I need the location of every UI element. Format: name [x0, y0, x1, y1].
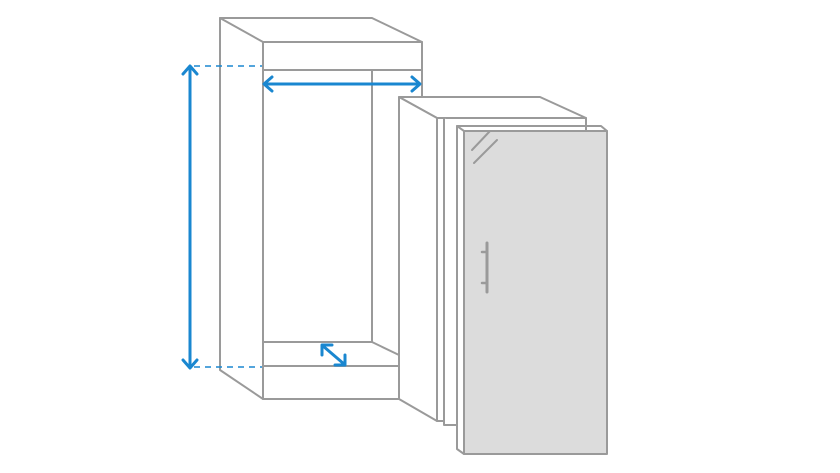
dimension-indicators — [181, 64, 422, 370]
door-reflection-icon — [471, 130, 498, 164]
cabinet-front-top-rail — [262, 41, 423, 71]
cabinet-plinth — [262, 365, 400, 400]
cabinet-niche — [219, 17, 423, 400]
vertical-double-arrow-icon — [181, 64, 199, 370]
horizontal-double-arrow-icon — [262, 75, 422, 93]
diagonal-double-arrow-icon — [320, 343, 347, 367]
cabinet-top-panel — [219, 17, 423, 43]
fridge-door-edge — [456, 125, 465, 455]
fridge-inner-layer — [443, 118, 458, 426]
cabinet-side-panel — [219, 17, 264, 400]
fridge-door-top-edge — [456, 125, 608, 132]
cabinet-back-edge — [371, 69, 400, 356]
door-handle-icon — [480, 241, 489, 294]
fridge-body-side — [398, 96, 438, 422]
fridge-door-front — [463, 130, 608, 455]
fridge-appliance — [398, 96, 608, 455]
